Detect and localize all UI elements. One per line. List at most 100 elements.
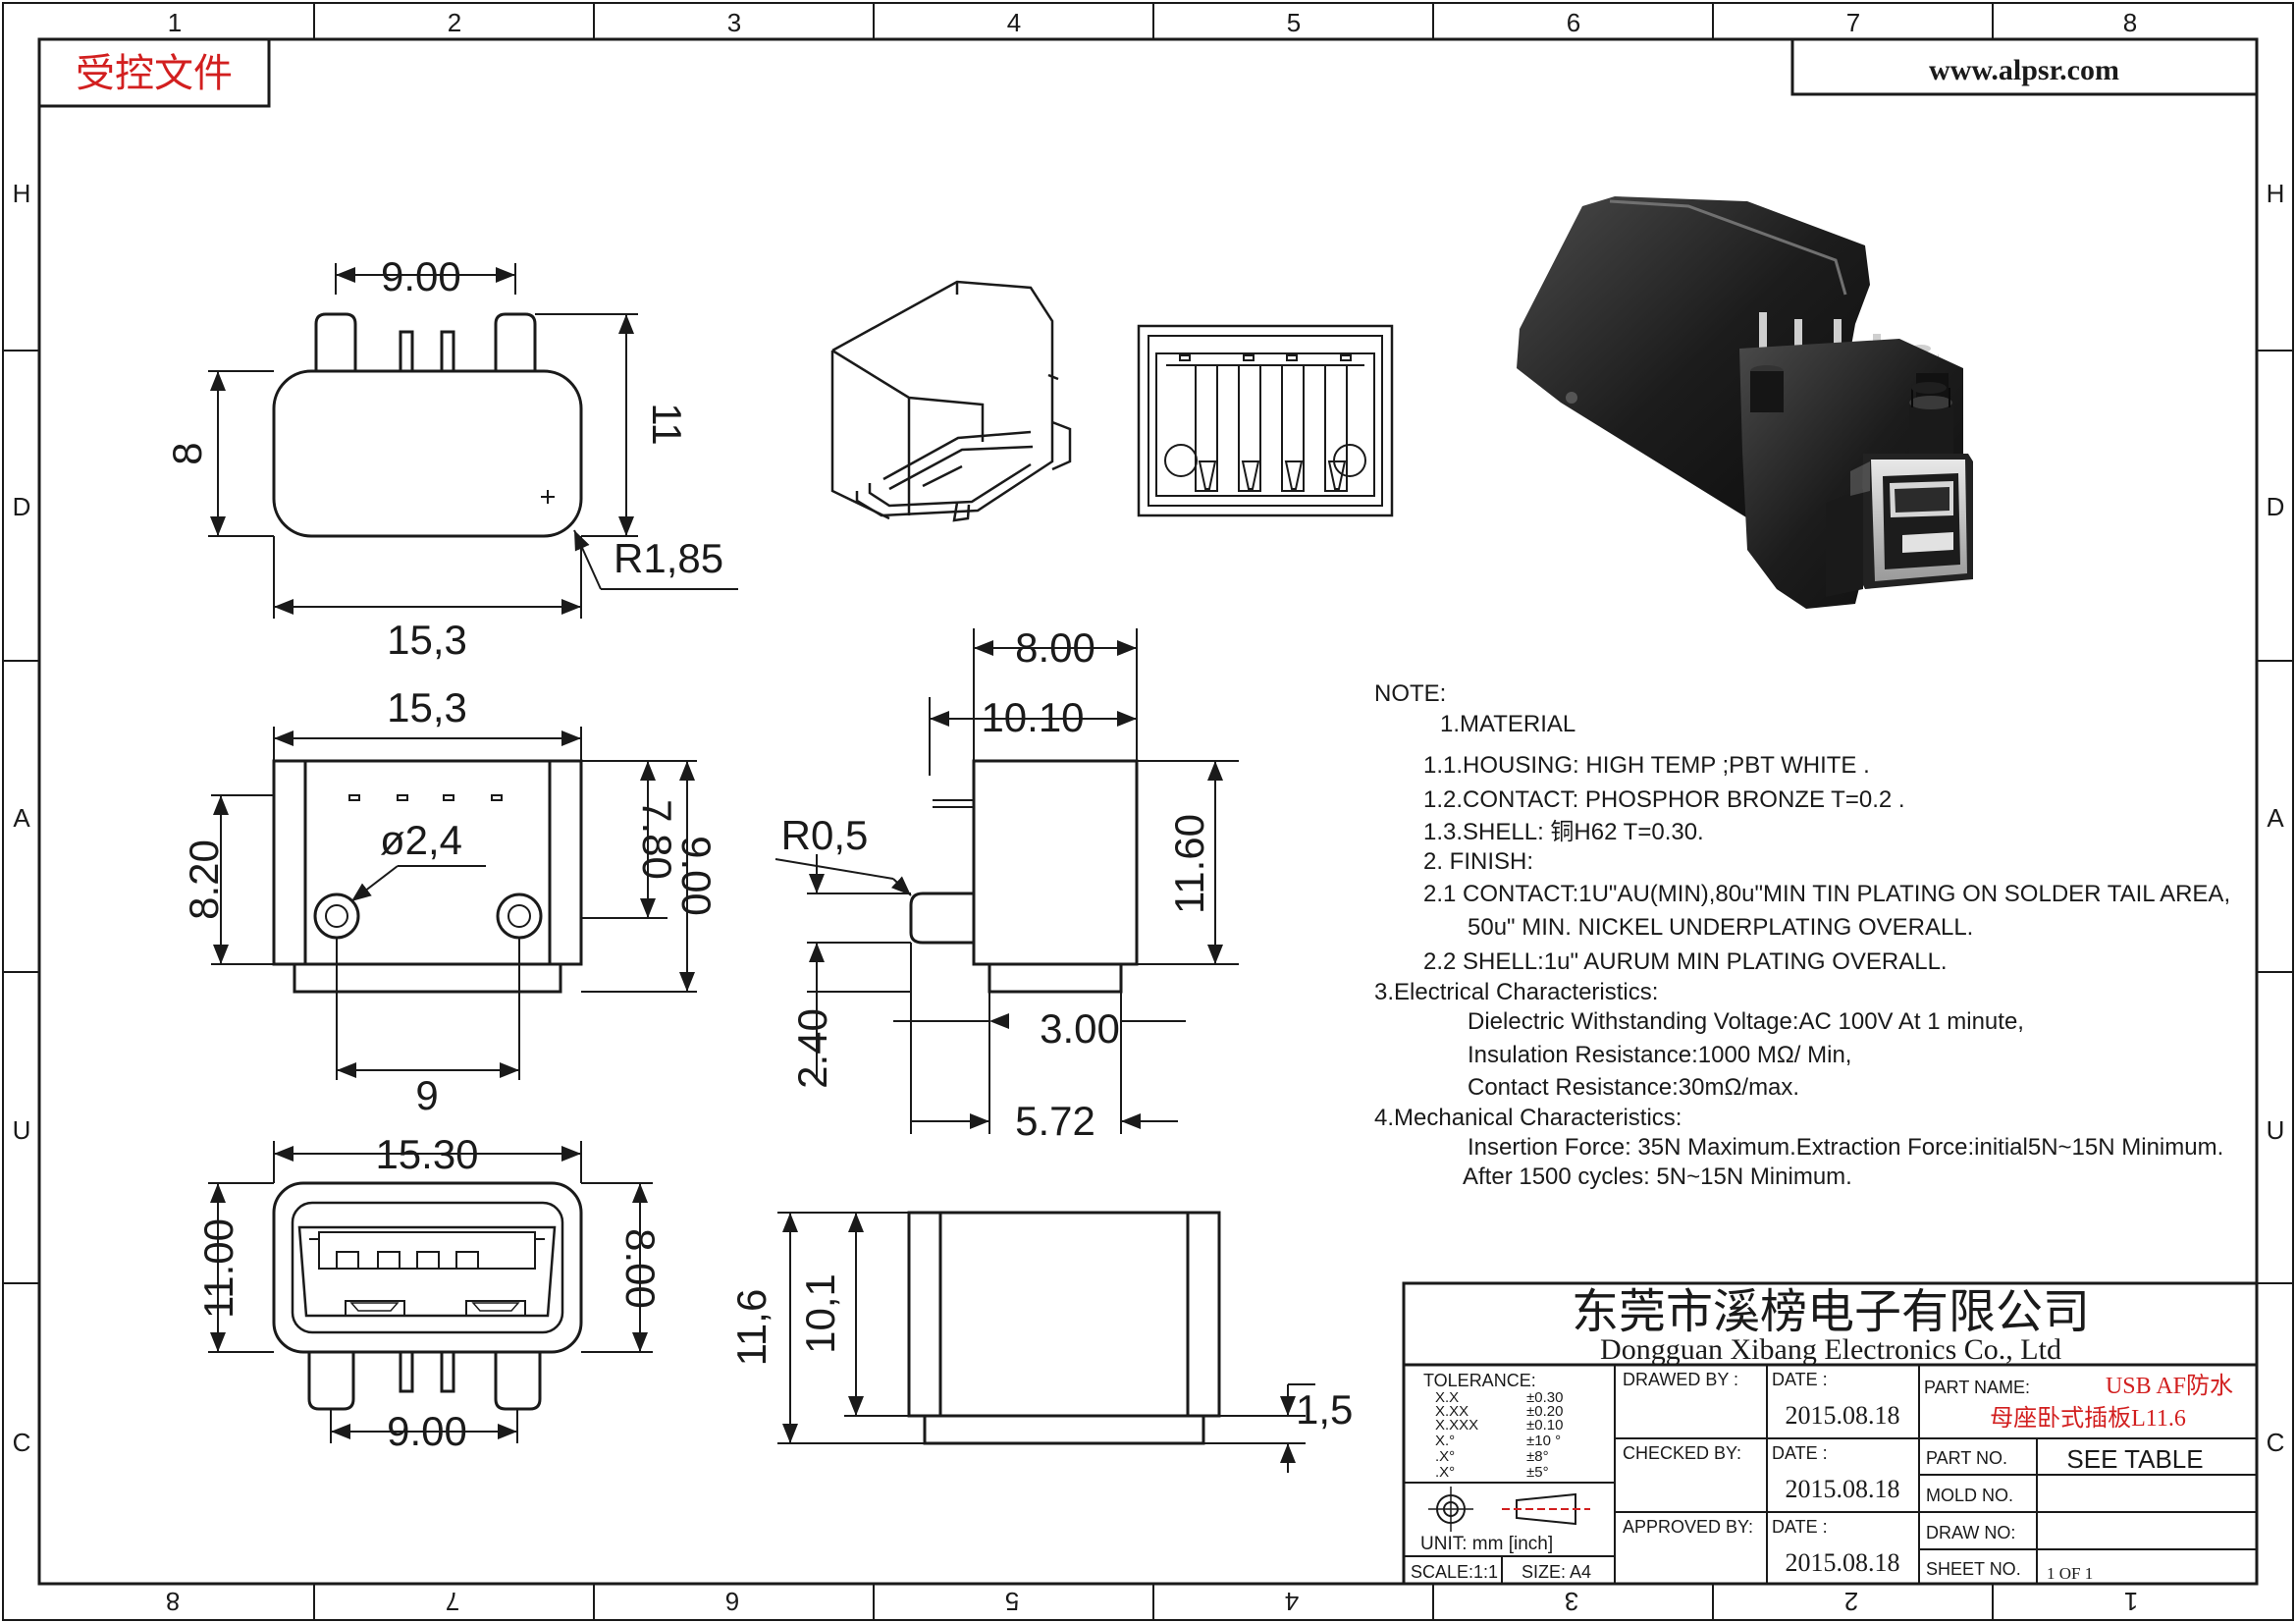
dim-front-hole: ø2,4 bbox=[380, 817, 462, 863]
dim-port-width-bottom: 9.00 bbox=[387, 1408, 467, 1454]
mold-no-label: MOLD NO. bbox=[1926, 1486, 2013, 1505]
frame-left-d: D bbox=[13, 492, 31, 521]
frame-bottom-4: 4 bbox=[1285, 1587, 1299, 1616]
dim-lower-height-b: 10,1 bbox=[797, 1273, 843, 1354]
dim-front-height-b: 9.00 bbox=[673, 836, 720, 916]
tol-fmt: .X° bbox=[1435, 1464, 1455, 1481]
tol-val: ±0.20 bbox=[1526, 1403, 1563, 1420]
dim-top-height-left: 8 bbox=[164, 442, 210, 464]
tol-fmt: .X° bbox=[1435, 1448, 1455, 1465]
part-no-label: PART NO. bbox=[1926, 1448, 2007, 1468]
top-view bbox=[272, 312, 583, 538]
frame-top-8: 8 bbox=[2123, 8, 2137, 37]
dim-port-height-right: 8.00 bbox=[617, 1228, 664, 1309]
company-name-en: Dongguan Xibang Electronics Co., Ltd bbox=[1600, 1333, 2061, 1366]
tol-val: ±0.30 bbox=[1526, 1389, 1563, 1406]
drawn-by-label: DRAWED BY : bbox=[1623, 1370, 1738, 1389]
frame-right-a: A bbox=[2267, 803, 2284, 833]
top-view-dims bbox=[208, 263, 738, 619]
port-view-dims bbox=[208, 1141, 653, 1443]
dim-front-pitch: 9 bbox=[415, 1072, 438, 1118]
frame-top-7: 7 bbox=[1846, 8, 1860, 37]
tol-fmt: X.XXX bbox=[1435, 1417, 1478, 1434]
note-line: 1.2.CONTACT: PHOSPHOR BRONZE T=0.2 . bbox=[1423, 786, 1905, 813]
dim-side-top-a: 8.00 bbox=[1015, 624, 1095, 671]
dim-front-height-a: 7.80 bbox=[634, 799, 680, 880]
title-block bbox=[1402, 1281, 2259, 1586]
tol-val: ±5° bbox=[1526, 1464, 1549, 1481]
note-line: 4.Mechanical Characteristics: bbox=[1374, 1105, 1682, 1131]
frame-right-u: U bbox=[2267, 1115, 2285, 1145]
part-name-label: PART NAME: bbox=[1924, 1378, 2030, 1397]
note-line: Contact Resistance:30mΩ/max. bbox=[1468, 1074, 1799, 1101]
isometric-view bbox=[830, 280, 1072, 522]
product-photo bbox=[1517, 196, 1973, 609]
frame-top-4: 4 bbox=[1007, 8, 1021, 37]
tol-fmt: X.XX bbox=[1435, 1403, 1468, 1420]
frame-top-1: 1 bbox=[168, 8, 182, 37]
frame-bottom-1: 1 bbox=[2124, 1587, 2138, 1616]
side-view-labels: 8.00 10.10 R0,5 11.60 2.40 3.00 5.72 bbox=[781, 624, 1212, 1144]
sheet-label: SHEET NO. bbox=[1926, 1559, 2021, 1579]
frame-right-d: D bbox=[2267, 492, 2285, 521]
tol-val: ±8° bbox=[1526, 1448, 1549, 1465]
note-line: 1.1.HOUSING: HIGH TEMP ;PBT WHITE . bbox=[1423, 752, 1870, 779]
frame-bottom-3: 3 bbox=[1565, 1587, 1578, 1616]
notes: NOTE: 1.MATERIAL 1.1.HOUSING: HIGH TEMP … bbox=[1374, 680, 2230, 1190]
dim-front-width: 15,3 bbox=[387, 684, 467, 730]
dim-port-height-left: 11.00 bbox=[195, 1218, 241, 1319]
tol-fmt: X.° bbox=[1435, 1433, 1455, 1449]
dim-top-height-right: 11 bbox=[644, 403, 690, 446]
controlled-stamp: 受控文件 bbox=[37, 37, 271, 108]
note-line: Insulation Resistance:1000 MΩ/ Min, bbox=[1468, 1042, 1851, 1068]
dim-top-width: 9.00 bbox=[381, 253, 461, 299]
scale-label: SCALE:1:1 bbox=[1411, 1562, 1498, 1582]
photo-usb-port bbox=[1826, 454, 1973, 597]
frame-left-a: A bbox=[13, 803, 30, 833]
note-line: 50u" MIN. NICKEL UNDERPLATING OVERALL. bbox=[1468, 914, 1973, 941]
frame-top-2: 2 bbox=[448, 8, 461, 37]
date-label: DATE : bbox=[1772, 1370, 1828, 1389]
frame-labels: 1 2 3 4 5 6 7 8 8 7 6 5 4 3 2 1 H D A U … bbox=[13, 8, 2285, 1616]
frame-bottom-8: 8 bbox=[166, 1587, 180, 1616]
frame-top-5: 5 bbox=[1287, 8, 1301, 37]
note-line: After 1500 cycles: 5N~15N Minimum. bbox=[1463, 1163, 1852, 1190]
frame-left-u: U bbox=[13, 1115, 31, 1145]
date-label: DATE : bbox=[1772, 1443, 1828, 1463]
dim-side-radius: R0,5 bbox=[781, 812, 869, 858]
frame-bottom-7: 7 bbox=[446, 1587, 459, 1616]
size-label: SIZE: A4 bbox=[1522, 1562, 1591, 1582]
dim-front-height-left: 8.20 bbox=[181, 839, 227, 920]
front-view bbox=[272, 759, 583, 994]
note-line: 2.1 CONTACT:1U"AU(MIN),80u"MIN TIN PLATI… bbox=[1423, 881, 2230, 907]
note-line: Insertion Force: 35N Maximum.Extraction … bbox=[1468, 1134, 2223, 1161]
website-url: www.alpsr.com bbox=[1929, 54, 2119, 86]
title-block-text: 东莞市溪榜电子有限公司 Dongguan Xibang Electronics … bbox=[1411, 1286, 2233, 1583]
approved-date: 2015.08.18 bbox=[1786, 1548, 1900, 1577]
lower-side-dims bbox=[777, 1212, 1315, 1473]
website-box: www.alpsr.com bbox=[1790, 37, 2259, 96]
port-view bbox=[272, 1181, 583, 1411]
frame-bottom-6: 6 bbox=[725, 1587, 739, 1616]
frame-bottom-2: 2 bbox=[1844, 1587, 1858, 1616]
part-no-value: SEE TABLE bbox=[2066, 1444, 2203, 1474]
frame-right-c: C bbox=[2267, 1428, 2285, 1457]
dim-side-height: 11.60 bbox=[1166, 814, 1212, 914]
stamp-text: 受控文件 bbox=[76, 51, 233, 95]
top-view-labels: 9.00 8 11 R1,85 15,3 bbox=[164, 253, 723, 663]
dim-lower-tail: 1,5 bbox=[1296, 1386, 1353, 1433]
dim-side-offset: 3.00 bbox=[1040, 1005, 1120, 1052]
date-label: DATE : bbox=[1772, 1517, 1828, 1537]
dim-side-pin: 2.40 bbox=[789, 1008, 835, 1089]
dim-top-width-bottom: 15,3 bbox=[387, 617, 467, 663]
sheet-value: 1 OF 1 bbox=[2047, 1564, 2093, 1583]
note-line: 1.3.SHELL: 铜H62 T=0.30. bbox=[1423, 819, 1704, 845]
part-name-line-1: USB AF防水 bbox=[2106, 1373, 2233, 1399]
port-front-small bbox=[1137, 324, 1394, 517]
note-line: Dielectric Withstanding Voltage:AC 100V … bbox=[1468, 1008, 2024, 1035]
frame-left-h: H bbox=[13, 179, 31, 208]
company-name-cn: 东莞市溪榜电子有限公司 bbox=[1572, 1286, 2090, 1338]
frame-top-3: 3 bbox=[727, 8, 741, 37]
tol-val: ±0.10 bbox=[1526, 1417, 1563, 1434]
